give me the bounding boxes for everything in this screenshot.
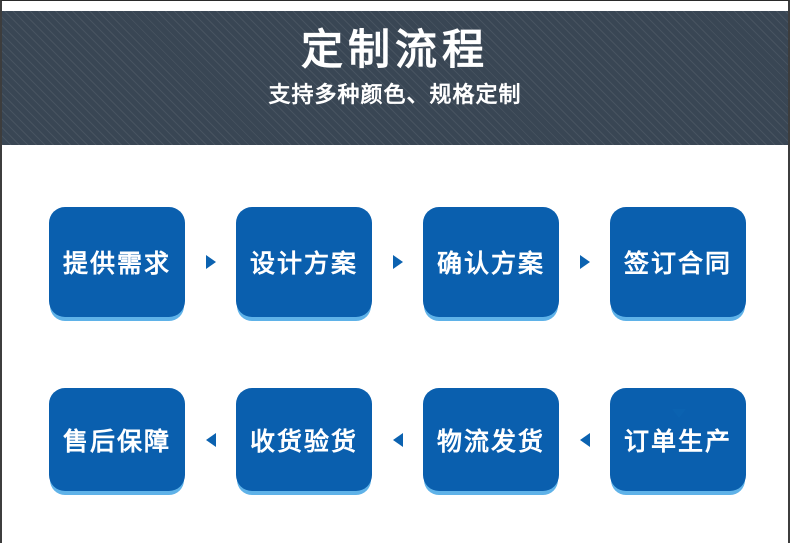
arrow-left-icon [392, 432, 403, 447]
arrow-right-icon [579, 255, 590, 269]
page-title: 定制流程 [300, 25, 489, 74]
flow-row-bottom: 售后保障 收货验货 物流发货 订单生产 [49, 388, 746, 491]
flow-step-design-plan: 设计方案 [236, 207, 372, 317]
flow-step-provide-requirements: 提供需求 [49, 207, 185, 317]
flow-row-top: 提供需求 设计方案 确认方案 签订合同 [49, 207, 746, 317]
flow-step-confirm-plan: 确认方案 [423, 207, 559, 317]
arrow-left-icon [205, 432, 216, 447]
page-subtitle: 支持多种颜色、规格定制 [268, 83, 522, 108]
arrow-down-icon [672, 409, 686, 418]
arrow-left-icon [579, 432, 590, 447]
flow-step-sign-contract: 签订合同 [610, 207, 746, 317]
arrow-right-icon [392, 255, 403, 269]
header-banner: 定制流程 支持多种颜色、规格定制 [2, 11, 788, 145]
process-flow-diagram: 提供需求 设计方案 确认方案 签订合同 售后保障 收货验货 物流发货 订单生产 [2, 207, 788, 491]
flow-step-receive-inspect: 收货验货 [236, 388, 372, 491]
arrow-right-icon [205, 255, 216, 269]
flow-step-logistics-ship: 物流发货 [423, 388, 559, 491]
flow-step-order-production: 订单生产 [610, 388, 746, 491]
flow-step-after-sales: 售后保障 [49, 388, 185, 491]
